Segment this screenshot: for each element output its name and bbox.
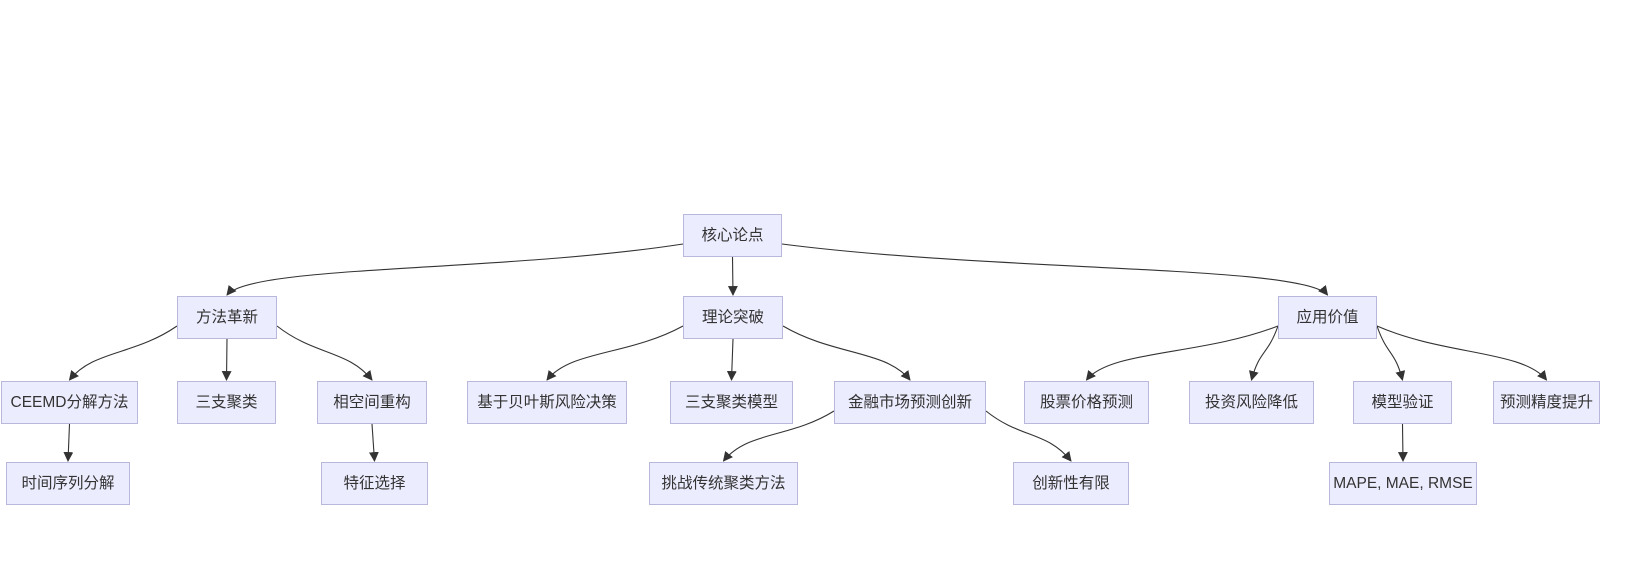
edge-phase-space-reconstruction-to-feature-selection [368, 423, 379, 462]
diagram-node-investment-risk-reduction: 投资风险降低 [1189, 381, 1314, 424]
node-label: 三支聚类模型 [684, 393, 778, 411]
node-label: CEEMD分解方法 [10, 393, 129, 411]
node-label: 投资风险降低 [1204, 393, 1298, 411]
node-label: 基于贝叶斯风险决策 [477, 393, 617, 411]
diagram-node-mape-mae-rmse: MAPE, MAE, RMSE [1329, 462, 1477, 505]
edge-financial-market-forecast-innovation-to-limited-novelty [985, 410, 1072, 462]
node-label: 创新性有限 [1032, 474, 1110, 492]
diagram-node-three-way-clustering: 三支聚类 [177, 381, 276, 424]
diagram-node-core-thesis: 核心论点 [683, 214, 782, 257]
node-label: 股票价格预测 [1039, 393, 1133, 411]
edge-method-innovation-to-ceemd-decomposition [68, 325, 178, 381]
node-label: 三支聚类 [195, 393, 258, 411]
node-label: 核心论点 [701, 226, 764, 244]
node-label: 方法革新 [195, 308, 258, 326]
diagram-node-prediction-accuracy-improvement: 预测精度提升 [1493, 381, 1600, 424]
edge-model-validation-to-mape-mae-rmse [1397, 423, 1408, 462]
diagram-node-financial-market-forecast-innovation: 金融市场预测创新 [834, 381, 986, 424]
diagram-node-stock-price-prediction: 股票价格预测 [1024, 381, 1149, 424]
node-label: 挑战传统聚类方法 [661, 474, 786, 492]
diagram-node-challenge-traditional-clustering: 挑战传统聚类方法 [649, 462, 798, 505]
edge-financial-market-forecast-innovation-to-challenge-traditional-clustering [722, 410, 835, 462]
edge-theory-breakthrough-to-financial-market-forecast-innovation [782, 325, 911, 381]
edge-application-value-to-investment-risk-reduction [1249, 325, 1279, 381]
edge-method-innovation-to-phase-space-reconstruction [276, 325, 373, 381]
diagram-node-ceemd-decomposition: CEEMD分解方法 [1, 381, 138, 424]
node-label: 理论突破 [701, 308, 764, 326]
diagram-node-model-validation: 模型验证 [1353, 381, 1452, 424]
node-label: 时间序列分解 [21, 474, 115, 492]
edge-core-thesis-to-method-innovation [226, 243, 684, 296]
edge-application-value-to-prediction-accuracy-improvement [1376, 325, 1548, 381]
diagram-node-three-way-clustering-model: 三支聚类模型 [670, 381, 793, 424]
edge-theory-breakthrough-to-bayesian-risk-decision [546, 325, 684, 381]
node-label: 应用价值 [1296, 308, 1359, 326]
node-label: 相空间重构 [333, 393, 411, 411]
edge-theory-breakthrough-to-three-way-clustering-model [726, 338, 737, 381]
node-label: 预测精度提升 [1499, 393, 1593, 411]
diagram-node-application-value: 应用价值 [1278, 296, 1377, 339]
diagram-node-feature-selection: 特征选择 [321, 462, 428, 505]
diagram-node-bayesian-risk-decision: 基于贝叶斯风险决策 [467, 381, 627, 424]
edge-core-thesis-to-application-value [781, 243, 1329, 296]
node-label: 金融市场预测创新 [847, 393, 972, 411]
node-label: MAPE, MAE, RMSE [1333, 474, 1473, 492]
edge-application-value-to-model-validation [1376, 325, 1406, 381]
node-label: 特征选择 [343, 474, 406, 492]
diagram-node-limited-novelty: 创新性有限 [1013, 462, 1129, 505]
edge-ceemd-decomposition-to-time-series-decomposition [63, 423, 74, 462]
edge-application-value-to-stock-price-prediction [1085, 325, 1279, 381]
node-label: 模型验证 [1371, 393, 1434, 411]
diagram-node-method-innovation: 方法革新 [177, 296, 277, 339]
diagram-node-phase-space-reconstruction: 相空间重构 [317, 381, 427, 424]
diagram-node-time-series-decomposition: 时间序列分解 [6, 462, 130, 505]
diagram-node-theory-breakthrough: 理论突破 [683, 296, 783, 339]
edge-core-thesis-to-theory-breakthrough [727, 256, 738, 296]
edge-method-innovation-to-three-way-clustering [221, 338, 232, 381]
